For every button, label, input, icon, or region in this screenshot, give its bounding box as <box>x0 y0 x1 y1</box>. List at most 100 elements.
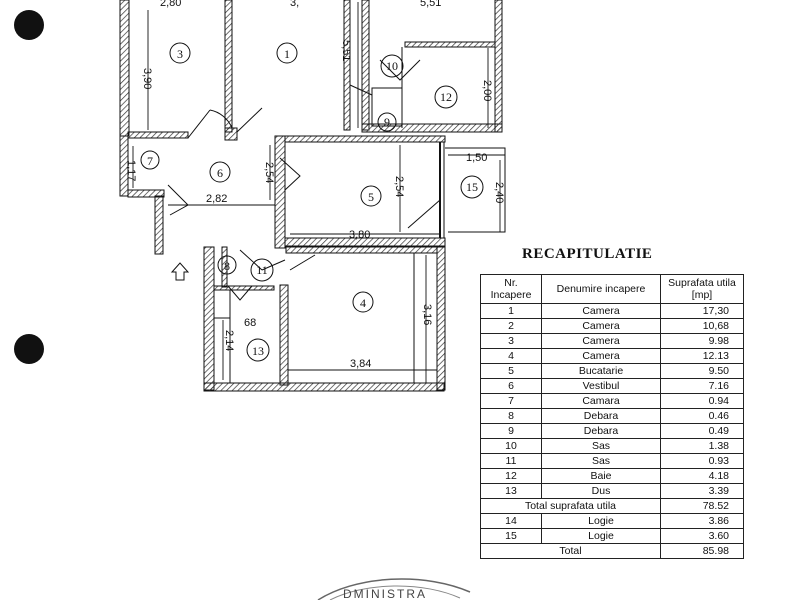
room-label-7: 7 <box>147 154 153 168</box>
punch-hole-top <box>14 10 44 40</box>
cell-nr: 15 <box>480 528 542 544</box>
cell-area: 17,30 <box>660 303 744 319</box>
room-label-4: 4 <box>360 296 366 310</box>
dim-2-82: 2,82 <box>206 193 227 205</box>
dim-2-40: 2,40 <box>493 182 505 203</box>
cell-nr: 3 <box>480 333 542 349</box>
cell-area: 1.38 <box>660 438 744 454</box>
dim-2-54-a: 2,54 <box>263 162 275 183</box>
cell-area: 3.60 <box>660 528 744 544</box>
top-dim-2: 3, <box>290 0 299 9</box>
cell-nr: 14 <box>480 513 542 529</box>
cell-nr: 5 <box>480 363 542 379</box>
cell-name: Sas <box>541 438 661 454</box>
cell-name: Camera <box>541 318 661 334</box>
punch-hole-bottom <box>14 334 44 364</box>
cell-area: 0.46 <box>660 408 744 424</box>
dim-3-80: 3,80 <box>349 229 370 241</box>
header-name: Denumire incapere <box>541 274 661 304</box>
dim-3-84: 3,84 <box>350 358 371 370</box>
cell-name: Vestibul <box>541 378 661 394</box>
cell-area: 3.39 <box>660 483 744 499</box>
dimension-lines <box>132 2 505 383</box>
dim-3-90: 3,90 <box>141 68 153 89</box>
dim-2-14: 2,14 <box>223 330 235 351</box>
header-area: Suprafata utila [mp] <box>660 274 744 304</box>
room-label-11: 11 <box>256 263 268 277</box>
cell-name: Baie <box>541 468 661 484</box>
cell-name: Dus <box>541 483 661 499</box>
cell-area: 12.13 <box>660 348 744 364</box>
total-value: 85.98 <box>660 543 744 559</box>
plan-lines <box>167 47 506 383</box>
cell-nr: 10 <box>480 438 542 454</box>
dim-3-16: 3,16 <box>421 304 433 325</box>
cell-area: 4.18 <box>660 468 744 484</box>
cell-name: Logie <box>541 513 661 529</box>
room-label-9: 9 <box>384 115 390 129</box>
room-label-12: 12 <box>440 90 452 104</box>
cell-nr: 6 <box>480 378 542 394</box>
cell-name: Logie <box>541 528 661 544</box>
dim-2-00: 2,00 <box>481 80 493 101</box>
room-label-8: 8 <box>224 259 230 273</box>
total-util-value: 78.52 <box>660 498 744 514</box>
cell-nr: 2 <box>480 318 542 334</box>
total-label: Total <box>480 543 661 559</box>
cell-area: 7.16 <box>660 378 744 394</box>
header-nr: Nr. Incapere <box>480 274 542 304</box>
cell-area: 0.94 <box>660 393 744 409</box>
recap-title: RECAPITULATIE <box>522 246 653 262</box>
cell-name: Camera <box>541 303 661 319</box>
total-util-label: Total suprafata utila <box>480 498 661 514</box>
dim-1-50: 1,50 <box>466 152 487 164</box>
cell-area: 0.49 <box>660 423 744 439</box>
dim-2-54-b: 2,54 <box>393 176 405 197</box>
cell-area: 0.93 <box>660 453 744 469</box>
cell-nr: 9 <box>480 423 542 439</box>
dim-5-51: 5,51 <box>340 40 352 61</box>
cell-area: 9.98 <box>660 333 744 349</box>
stamp-text: DMINISTRA <box>343 587 427 600</box>
room-label-15: 15 <box>466 180 478 194</box>
top-dim-1: 2,80 <box>160 0 181 9</box>
cell-nr: 1 <box>480 303 542 319</box>
cell-nr: 13 <box>480 483 542 499</box>
cell-nr: 12 <box>480 468 542 484</box>
cell-name: Debara <box>541 423 661 439</box>
room-label-13: 13 <box>252 344 264 358</box>
room-label-10: 10 <box>386 59 398 73</box>
stamp: DMINISTRA <box>317 578 471 600</box>
cell-nr: 11 <box>480 453 542 469</box>
recap-header-row: Nr. Incapere Denumire incapere Suprafata… <box>480 274 744 304</box>
dim-68: 68 <box>244 317 256 329</box>
dim-1-17: 1,17 <box>125 160 137 181</box>
top-dim-3: 5,51 <box>420 0 441 9</box>
cell-nr: 8 <box>480 408 542 424</box>
cell-name: Bucatarie <box>541 363 661 379</box>
cell-name: Camara <box>541 393 661 409</box>
cell-nr: 4 <box>480 348 542 364</box>
cell-name: Camera <box>541 333 661 349</box>
room-label-1: 1 <box>284 47 290 61</box>
walls <box>119 0 503 392</box>
cell-name: Camera <box>541 348 661 364</box>
